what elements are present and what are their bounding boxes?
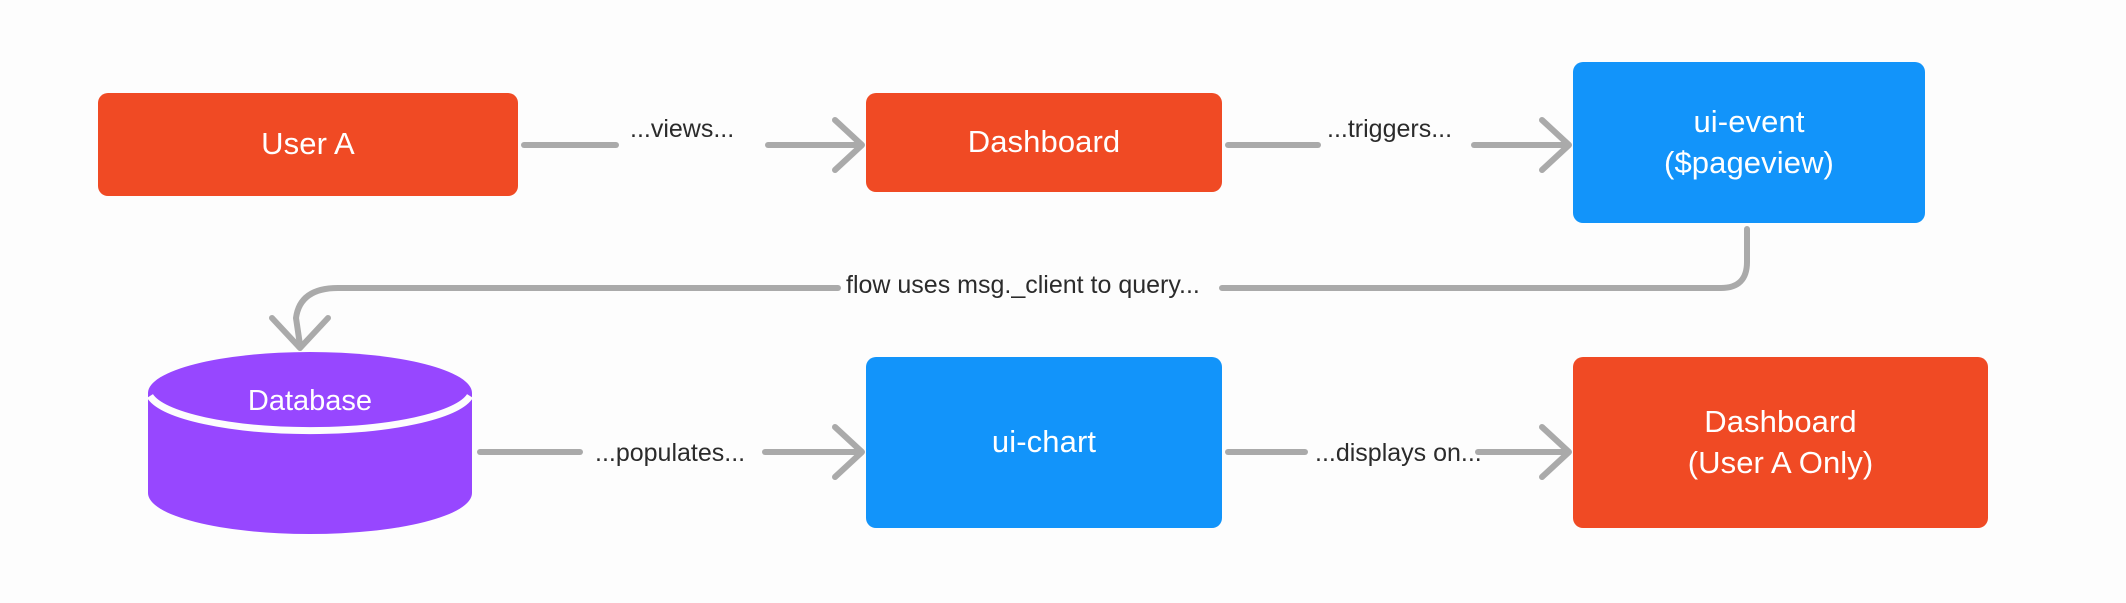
node-dashboard-bottom-label-line1: Dashboard bbox=[1704, 403, 1857, 439]
node-ui-event-label-line1: ui-event bbox=[1693, 103, 1805, 139]
edge-views-arrowhead bbox=[832, 117, 865, 173]
edge-label-views: ...views... bbox=[630, 115, 735, 143]
edge-query-arrowhead bbox=[269, 315, 331, 351]
edge-query-path-left bbox=[293, 285, 841, 348]
node-dashboard-bottom-label-line2: (User A Only) bbox=[1687, 444, 1874, 480]
edge-displays-arrowhead bbox=[1539, 424, 1572, 480]
node-ui-event-label-line2: ($pageview) bbox=[1664, 144, 1834, 180]
node-database[interactable]: Database bbox=[148, 352, 472, 534]
node-ui-chart-label: ui-chart bbox=[991, 424, 1097, 460]
node-user-a-label: User A bbox=[261, 126, 355, 162]
node-dashboard-top[interactable]: Dashboard bbox=[866, 93, 1222, 192]
node-ui-event[interactable]: ui-event ($pageview) bbox=[1573, 62, 1925, 223]
node-dashboard-bottom[interactable]: Dashboard (User A Only) bbox=[1573, 357, 1988, 528]
node-ui-chart[interactable]: ui-chart bbox=[866, 357, 1222, 528]
database-cylinder-icon bbox=[148, 352, 472, 534]
node-database-label: Database bbox=[247, 385, 373, 417]
edge-populates-arrowhead bbox=[832, 424, 865, 480]
edge-label-triggers: ...triggers... bbox=[1327, 115, 1453, 143]
edge-label-displays: ...displays on... bbox=[1315, 439, 1482, 467]
edge-label-query: flow uses msg._client to query... bbox=[846, 271, 1200, 299]
node-dashboard-top-label: Dashboard bbox=[967, 124, 1121, 160]
edge-triggers-arrowhead bbox=[1539, 117, 1572, 173]
node-user-a[interactable]: User A bbox=[98, 93, 518, 196]
edge-query-path-right bbox=[1219, 226, 1750, 291]
edge-label-populates: ...populates... bbox=[595, 439, 746, 467]
